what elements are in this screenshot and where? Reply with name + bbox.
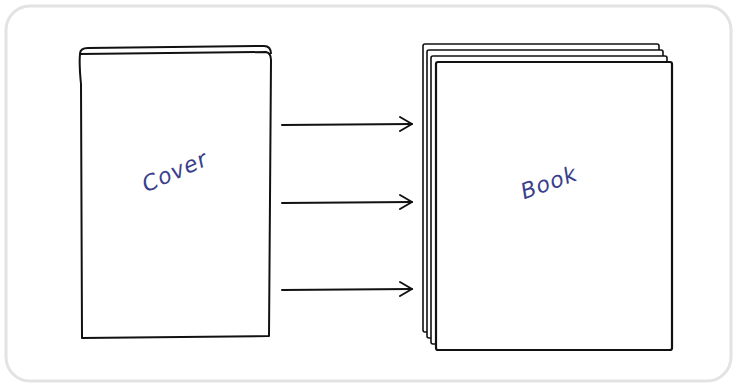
flow-arrow (282, 282, 412, 296)
arrow-head (400, 195, 412, 209)
shape-outline (420, 40, 678, 356)
arrow-head (400, 282, 412, 296)
book-shape: Book (420, 40, 678, 356)
panel-border (6, 6, 731, 381)
flow-arrow (282, 195, 412, 209)
book-front-page (436, 62, 672, 350)
arrow-shaft (282, 202, 412, 203)
flow-arrow (282, 117, 412, 131)
shape-outline (76, 44, 274, 342)
cover-spine (80, 46, 271, 54)
arrow-shaft (282, 124, 412, 125)
cover-shape: Cover (76, 44, 274, 342)
cover-outline (80, 52, 271, 338)
arrow-head (400, 117, 412, 131)
arrow-shaft (282, 289, 412, 290)
